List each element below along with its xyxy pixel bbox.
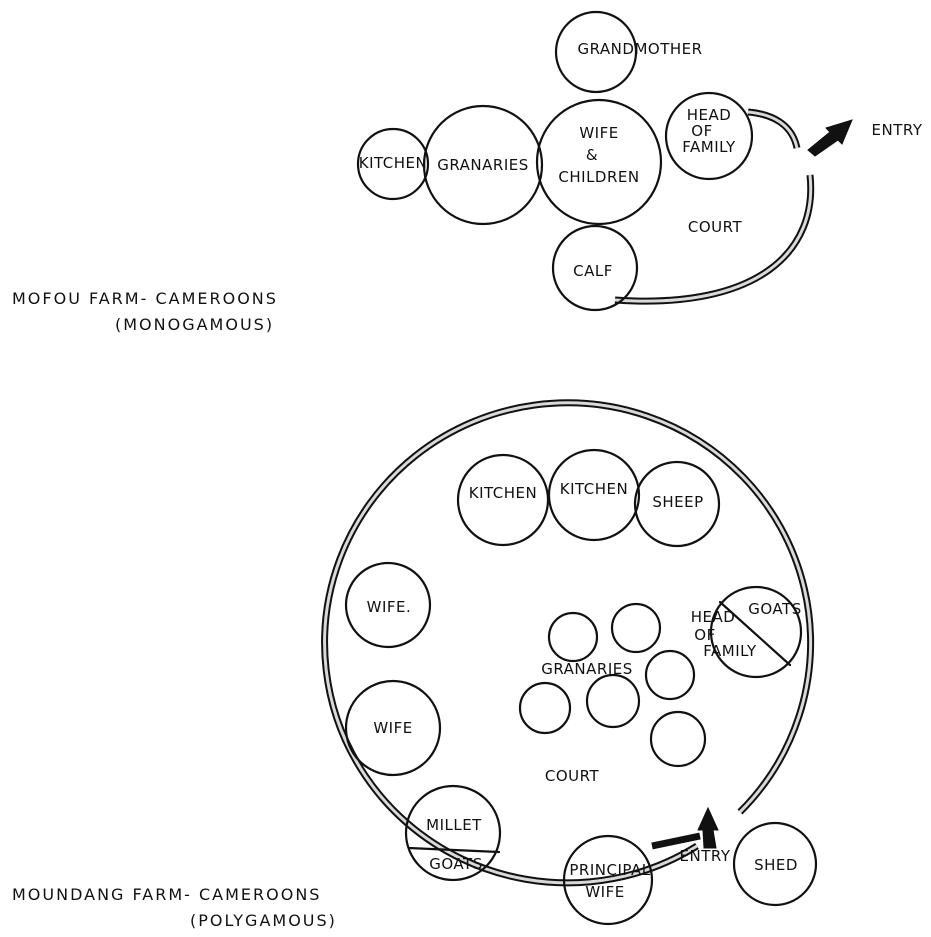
moundang-shed-label: SHED <box>754 856 798 874</box>
moundang-family-label: FAMILY <box>703 642 757 660</box>
moundang-subtitle: (POLYGAMOUS) <box>190 911 337 930</box>
mofou-wife-label: WIFE <box>579 124 618 142</box>
moundang-principal-wife-label: WIFE <box>585 883 624 901</box>
mofou-entry-arrow <box>807 119 853 157</box>
moundang-entry-label: ENTRY <box>680 847 731 865</box>
mofou-wife-children-hut <box>535 98 663 226</box>
moundang-head-goats-divider <box>718 600 792 667</box>
mofou-head-label: HEAD <box>687 106 732 124</box>
mofou-granaries-label: GRANARIES <box>437 156 529 174</box>
moundang-kitchen-label-2: KITCHEN <box>560 480 629 498</box>
mofou-granaries-hut <box>422 104 544 226</box>
mofou-court-wall-inner <box>614 174 813 303</box>
mofou-calf-hut <box>551 224 639 312</box>
moundang-title: MOUNDANG FARM- CAMEROONS <box>12 885 321 904</box>
moundang-granary-2 <box>610 602 662 654</box>
moundang-wife-label-1: WIFE. <box>367 598 412 616</box>
moundang-millet-label: MILLET <box>426 816 482 834</box>
moundang-wife-label-2: WIFE <box>373 719 412 737</box>
moundang-entry-arrow <box>697 806 719 849</box>
moundang-of-label: OF <box>694 626 715 644</box>
mofou-grandmother-hut <box>554 10 638 94</box>
moundang-court-label: COURT <box>545 767 600 785</box>
moundang-farm-plan: KITCHEN KITCHEN SHEEP WIFE. WIFE MILLET … <box>12 399 818 930</box>
moundang-millet-goats-divider <box>407 846 501 854</box>
mofou-farm-plan: KITCHEN GRANARIES WIFE & CHILDREN HEAD O… <box>12 10 923 334</box>
moundang-enclosure-wall-inner <box>323 401 813 885</box>
mofou-family-label: FAMILY <box>682 138 736 156</box>
mofou-grandmother-label: GRANDMOTHER <box>577 40 702 58</box>
moundang-kitchen-hut-2 <box>547 448 641 542</box>
moundang-wife-hut-2 <box>344 679 442 777</box>
mofou-head-of-family-hut <box>664 91 754 181</box>
moundang-kitchen-label-1: KITCHEN <box>469 484 538 502</box>
mofou-kitchen-label: KITCHEN <box>359 154 428 172</box>
moundang-goats-millet-label: GOATS <box>429 855 482 873</box>
moundang-granary-5 <box>585 673 641 729</box>
moundang-goats-head-label: GOATS <box>748 600 801 618</box>
mofou-kitchen-hut <box>356 127 430 201</box>
mofou-entry-label: ENTRY <box>872 121 923 139</box>
moundang-kitchen-hut-1 <box>456 453 550 547</box>
moundang-granary-1 <box>547 611 599 663</box>
moundang-wife-hut-1 <box>344 561 432 649</box>
mofou-of-label: OF <box>691 122 712 140</box>
moundang-granaries-label: GRANARIES <box>541 660 633 678</box>
moundang-sheep-label: SHEEP <box>652 493 703 511</box>
moundang-principal-wife-hut <box>562 834 654 926</box>
mofou-title: MOFOU FARM- CAMEROONS <box>12 289 278 308</box>
moundang-head-label: HEAD <box>691 608 736 626</box>
moundang-shed <box>732 821 818 907</box>
moundang-head-of-family-hut <box>709 585 803 679</box>
mofou-entry-wall-stub-inner <box>747 110 799 149</box>
moundang-millet-goats-hut <box>404 784 502 882</box>
moundang-principal-label: PRINCIPAL <box>569 861 650 879</box>
moundang-entry-wall-stub <box>651 832 701 850</box>
moundang-granary-6 <box>649 710 707 768</box>
moundang-granary-4 <box>518 681 572 735</box>
mofou-court-wall <box>614 174 815 305</box>
mofou-subtitle: (MONOGAMOUS) <box>115 315 274 334</box>
mofou-calf-label: CALF <box>573 262 613 280</box>
moundang-granary-3 <box>644 649 696 701</box>
moundang-sheep-hut <box>633 460 721 548</box>
mofou-ampersand-label: & <box>586 146 598 164</box>
mofou-court-label: COURT <box>688 218 743 236</box>
mofou-children-label: CHILDREN <box>558 168 639 186</box>
